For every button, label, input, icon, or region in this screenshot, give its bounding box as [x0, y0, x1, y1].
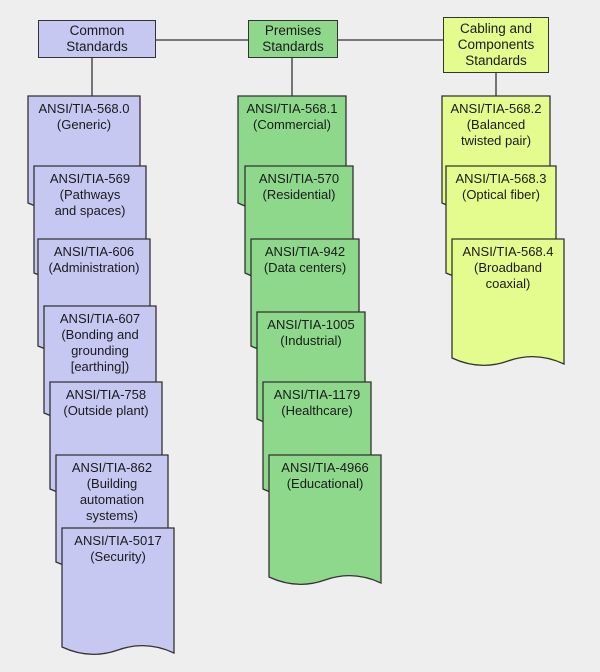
doc-ansi-tia-4966: ANSI/TIA-4966 (Educational) — [268, 454, 382, 590]
doc-label: ANSI/TIA-568.2 (Balanced twisted pair) — [450, 101, 542, 148]
document-shape — [61, 527, 175, 655]
doc-ansi-tia-5017: ANSI/TIA-5017 (Security) — [61, 527, 175, 660]
document-shape — [451, 238, 565, 366]
doc-label: ANSI/TIA-942 (Data centers) — [263, 244, 347, 275]
doc-label: ANSI/TIA-569 (Pathways and spaces) — [49, 171, 131, 218]
common-standards-header: Common Standards — [38, 20, 156, 58]
doc-label: ANSI/TIA-568.1 (Commercial) — [246, 101, 338, 132]
doc-label: ANSI/TIA-4966 (Educational) — [281, 460, 369, 491]
doc-label: ANSI/TIA-607 (Bonding and grounding [ear… — [59, 311, 141, 374]
doc-label: ANSI/TIA-758 (Outside plant) — [63, 387, 149, 418]
doc-ansi-tia-568-4: ANSI/TIA-568.4 (Broadband coaxial) — [451, 238, 565, 371]
document-shape — [268, 454, 382, 585]
premises-standards-header: Premises Standards — [248, 20, 338, 58]
doc-label: ANSI/TIA-568.4 (Broadband coaxial) — [462, 244, 554, 291]
doc-label: ANSI/TIA-1179 (Healthcare) — [273, 387, 361, 418]
doc-label: ANSI/TIA-568.0 (Generic) — [38, 101, 130, 132]
doc-label: ANSI/TIA-570 (Residential) — [258, 171, 340, 202]
doc-label: ANSI/TIA-606 (Administration) — [48, 244, 140, 275]
doc-label: ANSI/TIA-5017 (Security) — [74, 533, 162, 564]
doc-label: ANSI/TIA-1005 (Industrial) — [267, 317, 355, 348]
doc-label: ANSI/TIA-862 (Building automation system… — [71, 460, 153, 523]
cabling-components-standards-header: Cabling and Components Standards — [443, 17, 549, 73]
doc-label: ANSI/TIA-568.3 (Optical fiber) — [455, 171, 547, 202]
